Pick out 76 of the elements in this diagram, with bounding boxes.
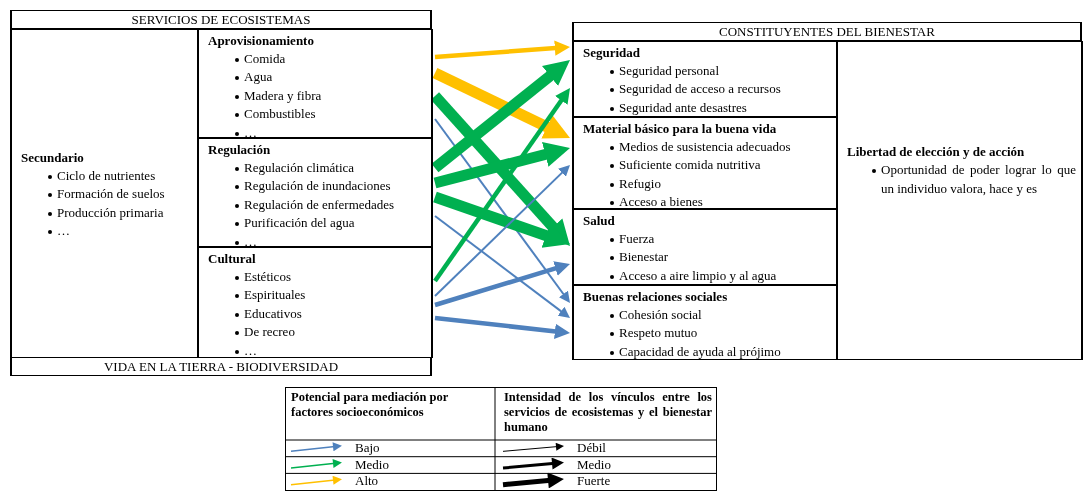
bullet-item: Espirituales bbox=[244, 287, 306, 303]
bullet-item: Estéticos bbox=[244, 269, 291, 284]
arrow bbox=[434, 165, 570, 297]
bullet-item: Formación de suelos bbox=[57, 186, 165, 202]
bullet-item: … bbox=[57, 222, 70, 238]
category-box bbox=[573, 285, 837, 360]
bullet-item: Regulación de enfermedades bbox=[244, 196, 395, 212]
arrow bbox=[434, 315, 570, 339]
section-heading: Material básico para la buena vida bbox=[583, 120, 777, 138]
bullet-item: Seguridad ante desastres bbox=[619, 99, 747, 115]
bullet-item: … bbox=[244, 233, 257, 249]
bullet-item: Acceso a aire limpio y al agua bbox=[619, 267, 777, 283]
arrow bbox=[433, 191, 570, 248]
category-box bbox=[11, 29, 198, 358]
bullet-item: Oportunidad de poder lograr lo que un individuo valora, hace y es bbox=[881, 162, 1076, 196]
bullet-item: Acceso a bienes bbox=[619, 194, 703, 210]
bullet-item: … bbox=[244, 124, 257, 140]
arrow bbox=[434, 215, 570, 318]
bullet-item: Combustibles bbox=[244, 106, 316, 122]
section-heading: Salud bbox=[583, 212, 615, 230]
legend-label: Bajo bbox=[355, 439, 380, 456]
bullet-item: Educativos bbox=[244, 305, 302, 321]
bullet-item: Agua bbox=[244, 69, 273, 85]
legend-label: Alto bbox=[355, 473, 379, 490]
bullet-item: Fuerza bbox=[619, 231, 655, 246]
panel-title: SERVICIOS DE ECOSISTEMAS bbox=[11, 10, 431, 29]
arrow bbox=[433, 88, 570, 283]
legend-label: Medio bbox=[355, 456, 389, 473]
panel-footer: VIDA EN LA TIERRA - BIODIVERSIDAD bbox=[11, 357, 431, 376]
section-heading: Libertad de elección y de acción bbox=[847, 143, 1025, 162]
panel bbox=[10, 10, 432, 376]
bullet-item: Cohesión social bbox=[619, 307, 702, 322]
legend-label: Débil bbox=[577, 439, 606, 456]
bullet-item: De recreo bbox=[244, 324, 295, 340]
category-box bbox=[198, 247, 433, 358]
bullet-item: Seguridad personal bbox=[619, 63, 719, 78]
arrow bbox=[434, 118, 570, 303]
bullet-item: Madera y fibra bbox=[244, 87, 322, 103]
bullet-item: Respeto mutuo bbox=[619, 325, 698, 341]
panel bbox=[572, 22, 1082, 360]
bullet-item: Comida bbox=[244, 51, 286, 66]
section-heading: Secundario bbox=[21, 148, 84, 167]
category-box bbox=[573, 209, 837, 285]
bullet-item: Ciclo de nutrientes bbox=[57, 167, 156, 183]
bullet-item: Producción primaria bbox=[57, 204, 164, 220]
legend-label: Medio bbox=[577, 456, 611, 473]
legend-label: Fuerte bbox=[577, 473, 611, 490]
arrow bbox=[430, 92, 570, 246]
section-heading: Buenas relaciones sociales bbox=[583, 288, 728, 306]
column-header: Potencial para mediación por factores socioeconómicos bbox=[291, 390, 450, 420]
bullet-item: Suficiente comida nutritiva bbox=[619, 157, 761, 173]
bullet-item: … bbox=[244, 342, 257, 358]
column-header: Intensidad de los vínculos entre los servicios de ecosistemas y el bienestar humano bbox=[504, 390, 712, 435]
bullet-item: Capacidad de ayuda al prójimo bbox=[619, 343, 781, 359]
section-heading: Regulación bbox=[208, 141, 271, 159]
bullet-item: Refugio bbox=[619, 175, 661, 191]
arrow bbox=[431, 60, 570, 173]
bullet-item: Bienestar bbox=[619, 249, 669, 265]
section-heading: Seguridad bbox=[583, 44, 641, 62]
bullet-item: Seguridad de acceso a recursos bbox=[619, 81, 781, 97]
section-heading: Aprovisionamiento bbox=[208, 32, 314, 50]
arrow bbox=[433, 142, 570, 189]
panel-title: CONSTITUYENTES DEL BIENESTAR bbox=[573, 22, 1081, 41]
arrow bbox=[434, 261, 570, 308]
arrow bbox=[432, 68, 570, 139]
section-heading: Cultural bbox=[208, 250, 256, 268]
category-box bbox=[198, 29, 433, 138]
category-box bbox=[573, 41, 837, 117]
arrow bbox=[434, 40, 570, 60]
category-box bbox=[198, 138, 433, 247]
category-box bbox=[573, 117, 837, 209]
bullet-item: Regulación climática bbox=[244, 160, 355, 175]
bullet-item: Medios de susistencia adecuados bbox=[619, 139, 791, 154]
bullet-item: Purificación del agua bbox=[244, 215, 355, 231]
category-box bbox=[837, 41, 1083, 360]
bullet-item: Regulación de inundaciones bbox=[244, 178, 391, 194]
